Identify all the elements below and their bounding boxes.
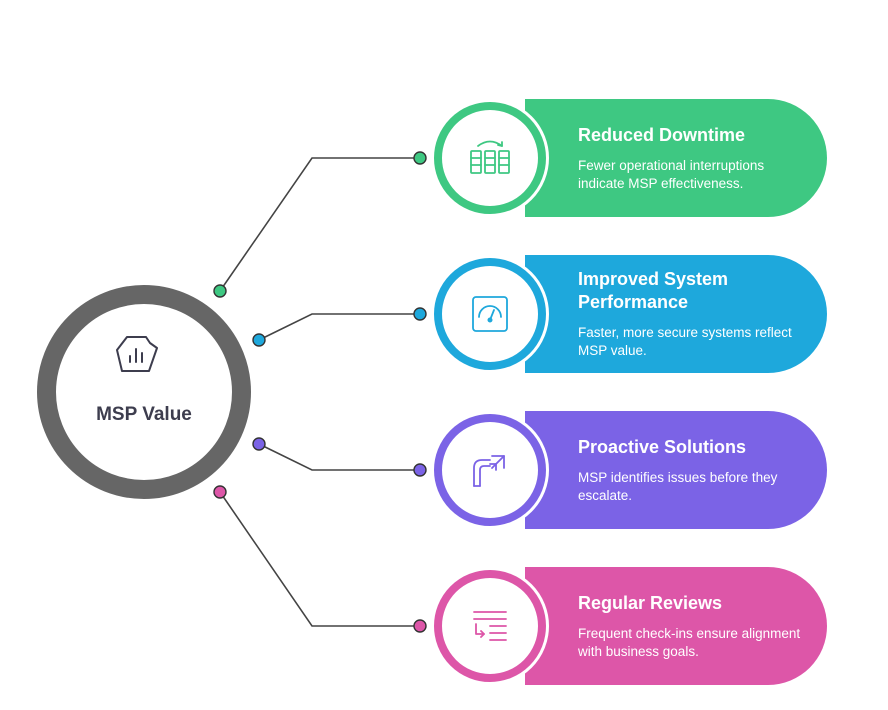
connector-dot-hub-1 — [213, 284, 227, 298]
connector-dot-hub-3 — [252, 437, 266, 451]
chart-in-frame-icon — [116, 336, 158, 372]
card-text: Improved System Performance Faster, more… — [578, 255, 807, 373]
card-title: Improved System Performance — [578, 269, 729, 312]
connector-dot-card-1 — [413, 151, 427, 165]
card-description: Faster, more secure systems reflect MSP … — [578, 325, 792, 358]
card-description: Frequent check-ins ensure alignment with… — [578, 625, 801, 659]
card-text: Reduced Downtime Fewer operational inter… — [578, 99, 807, 217]
card-title: Proactive Solutions — [578, 436, 747, 457]
gauge-icon — [472, 296, 508, 332]
connector-dot-card-4 — [413, 619, 427, 633]
connector-line-regular-reviews — [219, 491, 420, 627]
connector-dot-hub-2 — [252, 333, 266, 347]
connector-dot-card-2 — [413, 307, 427, 321]
hub-label: MSP Value — [96, 404, 192, 425]
card-description: Fewer operational interruptions indicate… — [578, 157, 765, 191]
card-regular-reviews: Regular Reviews Frequent check-ins ensur… — [431, 567, 827, 685]
card-pill — [525, 567, 827, 685]
connector-dot-card-3 — [413, 463, 427, 477]
list-return-icon — [473, 611, 507, 641]
card-pill — [525, 411, 827, 529]
path-arrow-icon — [473, 455, 505, 487]
connector-dot-hub-4 — [213, 485, 227, 499]
card-title: Reduced Downtime — [578, 124, 746, 145]
card-text: Proactive Solutions MSP identifies issue… — [578, 411, 807, 529]
card-disc — [442, 422, 538, 518]
card-title: Regular Reviews — [578, 592, 723, 613]
server-rack-sync-icon — [470, 140, 510, 174]
connector-line-improved-performance — [258, 313, 420, 341]
card-disc — [442, 266, 538, 362]
connector-line-reduced-downtime — [219, 157, 420, 292]
card-reduced-downtime: Reduced Downtime Fewer operational inter… — [431, 99, 827, 217]
connector-line-proactive-solutions — [258, 443, 420, 471]
hub-ring — [37, 285, 251, 499]
card-pill — [525, 255, 827, 373]
card-improved-performance: Improved System Performance Faster, more… — [431, 255, 827, 373]
card-description: MSP identifies issues before they escala… — [578, 469, 778, 503]
card-disc — [442, 578, 538, 674]
card-text: Regular Reviews Frequent check-ins ensur… — [578, 567, 807, 685]
card-pill — [525, 99, 827, 217]
card-proactive-solutions: Proactive Solutions MSP identifies issue… — [431, 411, 827, 529]
